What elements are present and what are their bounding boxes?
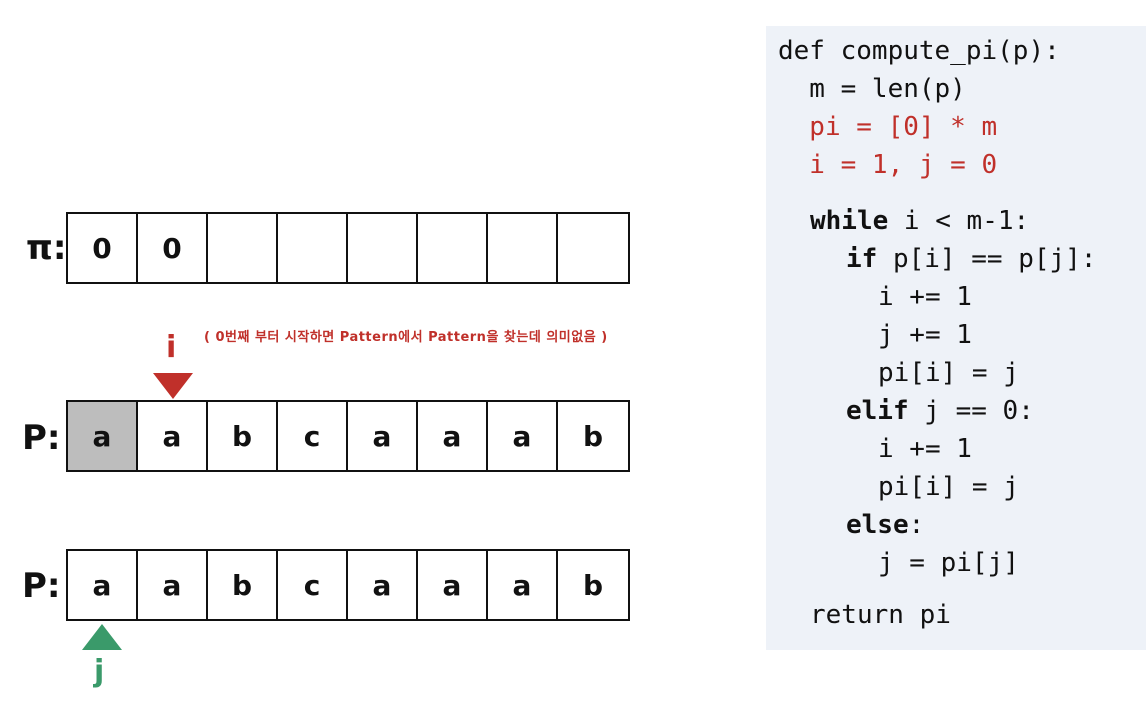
- p-bottom-array: a a b c a a a b: [66, 549, 630, 621]
- code-text: :: [908, 510, 925, 540]
- pointer-j-arrow: [82, 624, 122, 650]
- p-top-cell: a: [488, 402, 558, 470]
- p-top-row-label: P:: [22, 418, 61, 458]
- pointer-i-note: ( 0번째 부터 시작하면 Pattern에서 Pattern을 찾는데 의미없…: [204, 330, 608, 345]
- p-bottom-cell: a: [348, 551, 418, 619]
- p-top-cell: b: [582, 419, 604, 453]
- code-line-if: if p[i] == p[j]:: [846, 244, 1096, 274]
- p-bottom-cell: b: [582, 568, 604, 602]
- code-line-j-reset: j = pi[j]: [878, 548, 1019, 578]
- code-keyword-while: while: [810, 206, 889, 236]
- code-line-while: while i < m-1:: [810, 206, 1029, 236]
- pointer-i-label: i: [166, 330, 177, 365]
- code-line-pi-assign-2: pi[i] = j: [878, 472, 1019, 502]
- pointer-i-arrow: [153, 373, 193, 399]
- pi-array: 0 0: [66, 212, 630, 284]
- code-keyword-else: else: [846, 510, 909, 540]
- p-bottom-row-label: P:: [22, 566, 61, 606]
- p-top-cell: b: [208, 402, 278, 470]
- p-bottom-cell: a: [68, 551, 138, 619]
- code-line-def: def compute_pi(p):: [778, 36, 1060, 66]
- code-line-pi-assign: pi[i] = j: [878, 358, 1019, 388]
- pi-cell: [488, 214, 558, 282]
- pi-cell: [348, 214, 418, 282]
- pointer-j-label: j: [94, 654, 105, 689]
- p-top-cell: a: [138, 402, 208, 470]
- pi-cell: [208, 214, 278, 282]
- code-keyword-if: if: [846, 244, 878, 274]
- code-keyword-elif: elif: [846, 396, 909, 426]
- p-bottom-cell: a: [488, 551, 558, 619]
- p-bottom-cell: a: [138, 551, 208, 619]
- code-line-j-inc: j += 1: [878, 320, 972, 350]
- p-top-cell: c: [278, 402, 348, 470]
- pi-cell: [278, 214, 348, 282]
- code-text: j == 0:: [908, 396, 1034, 426]
- code-panel: def compute_pi(p): m = len(p) pi = [0] *…: [766, 26, 1146, 650]
- code-line-i-inc: i += 1: [878, 282, 972, 312]
- pi-row-label: π:: [26, 228, 67, 268]
- code-line-else: else:: [846, 510, 924, 540]
- code-line-m: m = len(p): [778, 74, 966, 104]
- p-bottom-cell: c: [278, 551, 348, 619]
- p-bottom-cell: b: [208, 551, 278, 619]
- p-bottom-cell: a: [418, 551, 488, 619]
- code-line-return: return pi: [810, 600, 951, 630]
- code-text: p[i] == p[j]:: [877, 244, 1097, 274]
- pi-cell: 0: [138, 214, 208, 282]
- code-line-pi-init: pi = [0] * m: [778, 112, 998, 142]
- p-top-cell: a: [348, 402, 418, 470]
- code-line-ij-init: i = 1, j = 0: [778, 150, 998, 180]
- pi-cell: 0: [68, 214, 138, 282]
- p-top-array: a a b c a a a b: [66, 400, 630, 472]
- code-text: i < m-1:: [888, 206, 1030, 236]
- pi-cell: [558, 214, 628, 282]
- p-top-cell-highlighted: a: [68, 402, 138, 470]
- code-line-elif: elif j == 0:: [846, 396, 1034, 426]
- pi-cell: [418, 214, 488, 282]
- code-line-i-inc-2: i += 1: [878, 434, 972, 464]
- p-top-cell: a: [418, 402, 488, 470]
